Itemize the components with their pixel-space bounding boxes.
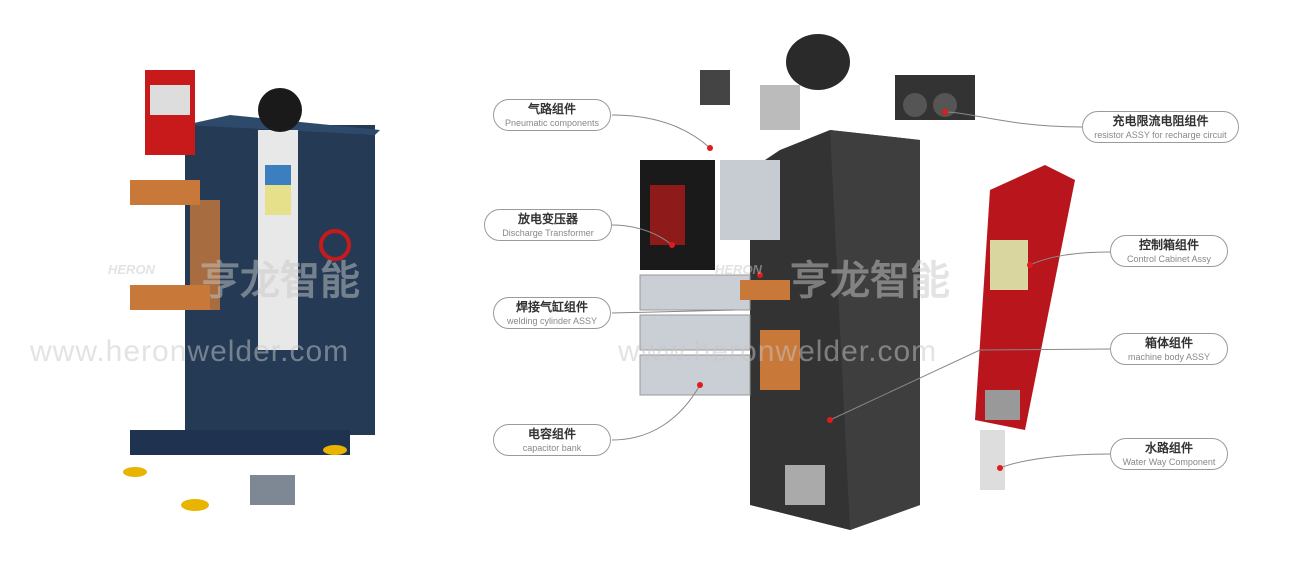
watermark-brand-left: 亨龙智能 (200, 259, 360, 303)
assembled-machine (123, 70, 380, 511)
exploded-machine (639, 34, 1075, 530)
watermark-logo-right: HERON (715, 262, 762, 277)
watermark-brand-right: 亨龙智能 (790, 259, 950, 303)
marker-dots (669, 109, 1033, 471)
watermark-logo-left: HERON (108, 262, 155, 277)
leader-lines (610, 111, 1111, 469)
watermark-url-left: www.heronwelder.com (30, 335, 350, 368)
watermark-url-right: www.heronwelder.com (618, 335, 938, 368)
